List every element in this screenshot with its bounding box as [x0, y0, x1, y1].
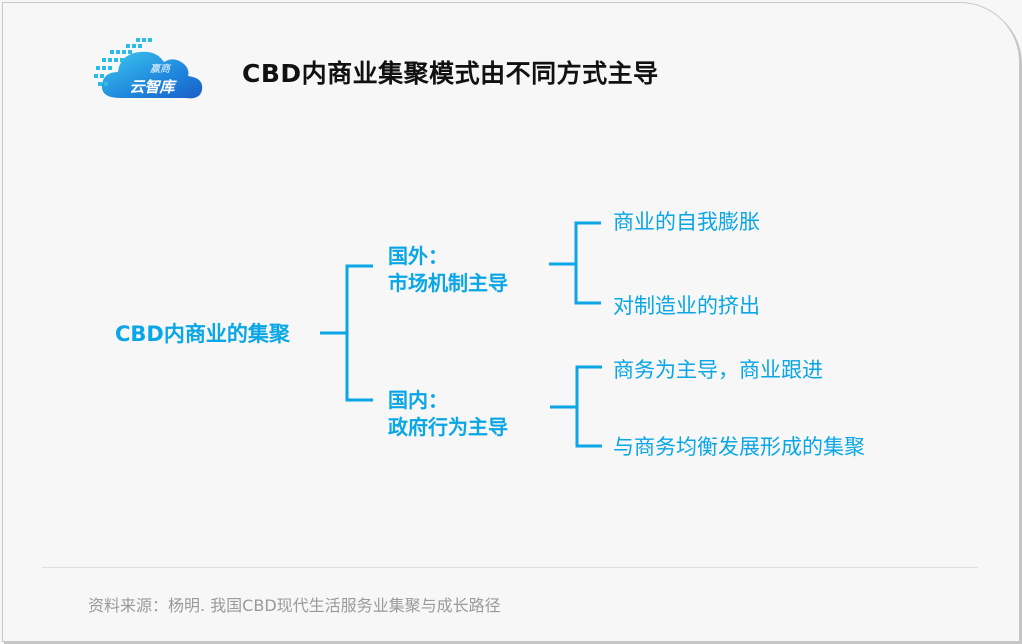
- source-note: 资料来源：杨明. 我国CBD现代生活服务业集聚与成长路径: [88, 596, 501, 615]
- branch-label-line2: 市场机制主导: [388, 271, 508, 295]
- logo-cloud-icon: 赢商 云智库: [94, 38, 203, 99]
- leaf-node: 商业的自我膨胀: [613, 210, 760, 234]
- footer-divider: [42, 567, 978, 568]
- branch-label-line1: 国外：: [388, 244, 448, 268]
- branch2-bracket: [575, 365, 602, 448]
- logo-text-main: 云智库: [129, 78, 177, 96]
- branch-node-domestic: 国内： 政府行为主导: [388, 387, 508, 441]
- root-bracket: [345, 264, 373, 402]
- root-node: CBD内商业的集聚: [115, 322, 290, 346]
- leaf-node: 对制造业的挤出: [613, 294, 760, 318]
- branch1-bracket: [574, 221, 601, 305]
- page-title: CBD内商业集聚模式由不同方式主导: [242, 59, 659, 88]
- leaf-node: 商务为主导，商业跟进: [613, 358, 823, 382]
- branch-label-line1: 国内：: [388, 388, 448, 412]
- leaf-node: 与商务均衡发展形成的集聚: [613, 435, 865, 459]
- branch-label-line2: 政府行为主导: [388, 415, 508, 439]
- logo-text-top: 赢商: [150, 63, 172, 75]
- branch-node-foreign: 国外： 市场机制主导: [388, 243, 508, 297]
